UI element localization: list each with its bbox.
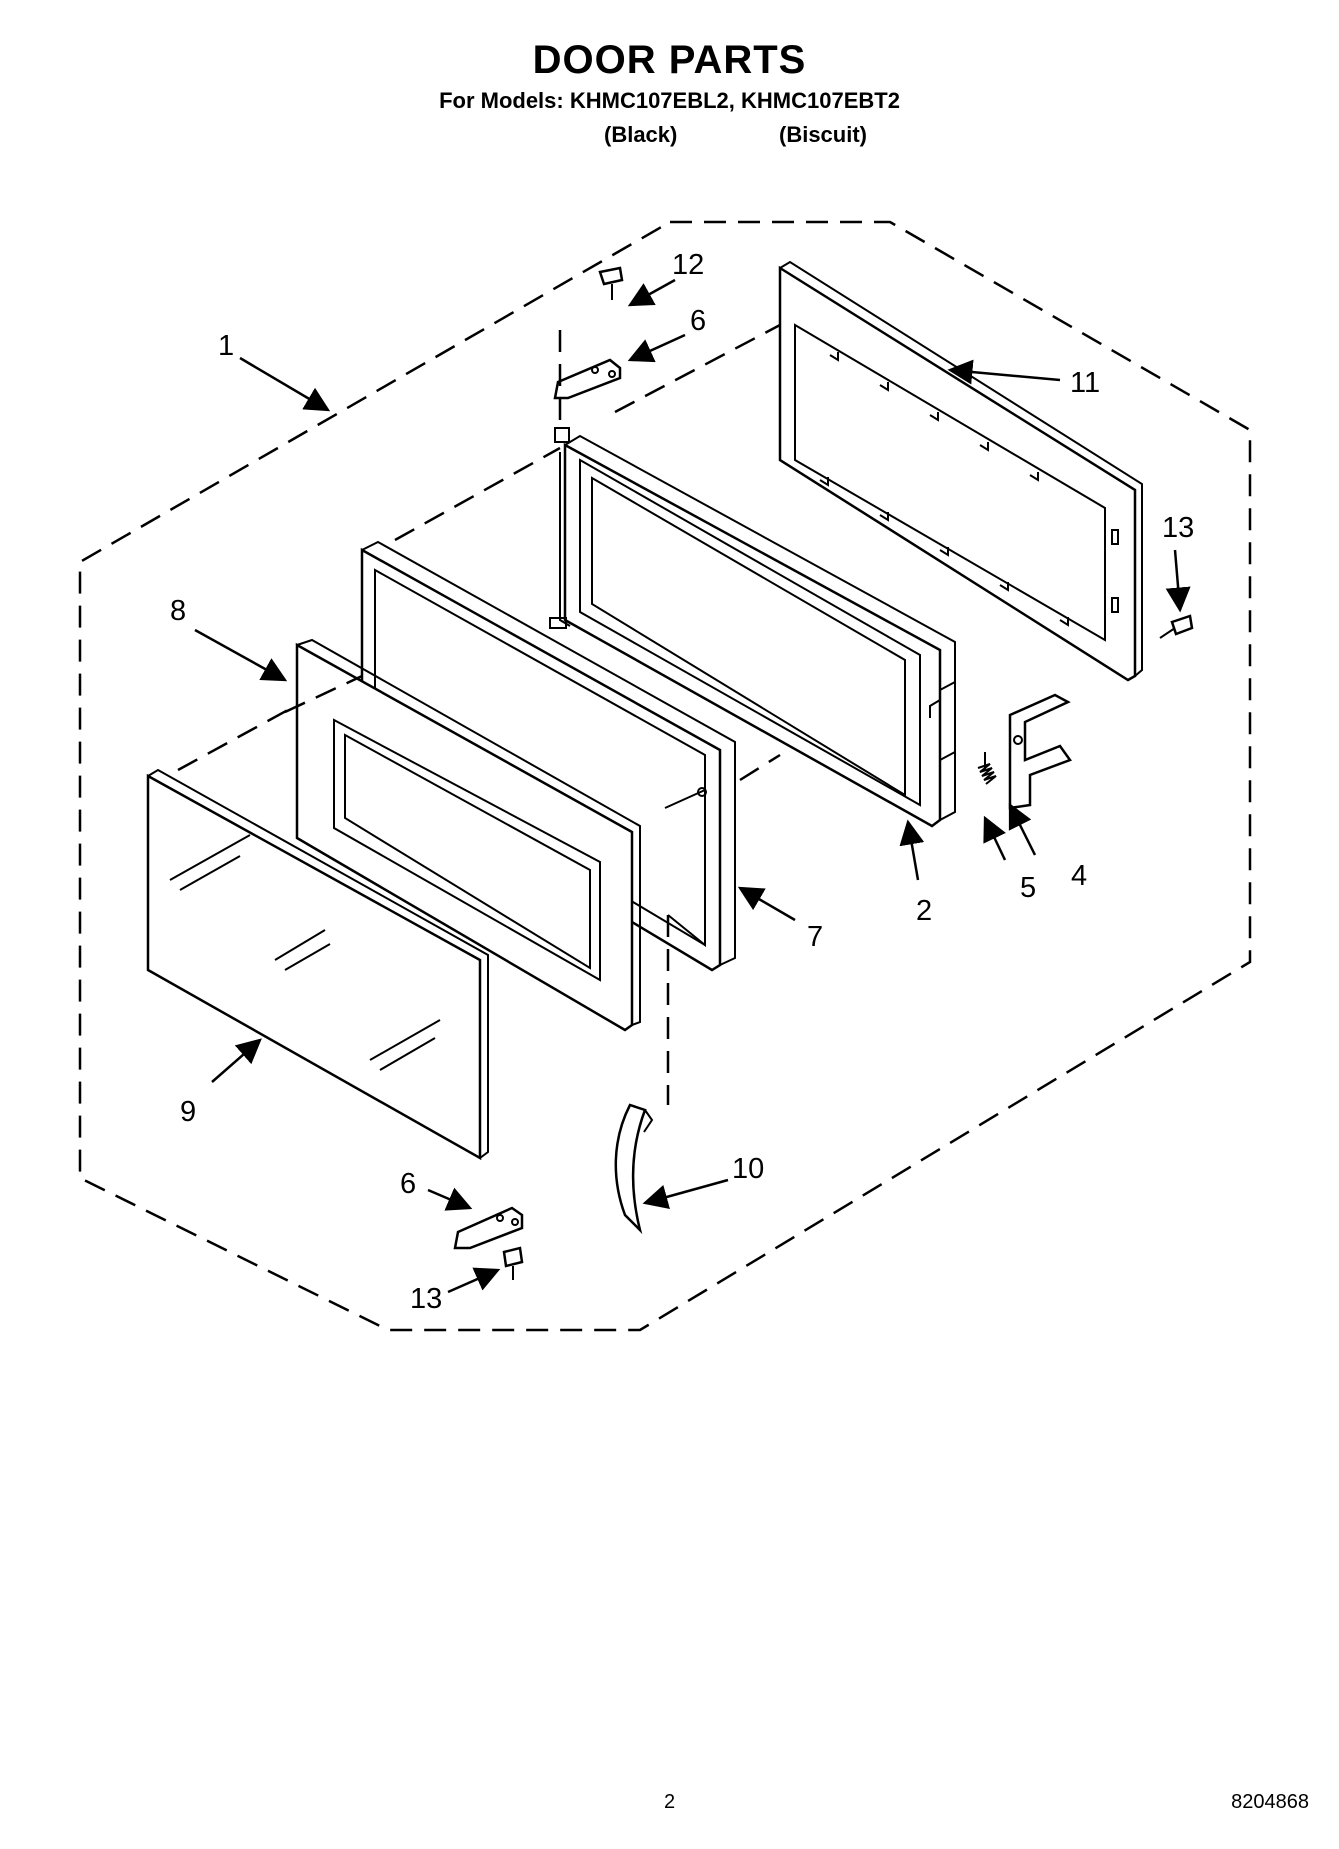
part-8-front-panel: [295, 638, 641, 1032]
page-number: 2: [663, 1791, 676, 1813]
callout-10: 10: [732, 1153, 764, 1185]
document-number: 8204868: [1231, 1791, 1309, 1813]
part-5-spring: [977, 752, 997, 785]
color-variant-black: (Black): [604, 122, 678, 147]
part-6-hinge-top: [553, 358, 622, 400]
color-variant-biscuit: (Biscuit): [779, 122, 867, 147]
callout-11: 11: [1070, 367, 1100, 399]
callout-5: 5: [1020, 872, 1036, 904]
callout-8: 8: [170, 595, 186, 627]
leader-arrows: [194, 278, 1191, 1294]
assembly-boundary: [78, 220, 1252, 1332]
part-4-latch: [1008, 693, 1072, 810]
callout-1: 1: [218, 330, 234, 362]
callout-12: 12: [672, 249, 704, 281]
callout-4: 4: [1071, 860, 1087, 892]
part-9-glass-panel: [146, 768, 489, 1161]
callout-6-bottom: 6: [400, 1168, 416, 1200]
part-10-handle: [614, 1103, 654, 1235]
part-12-screw: [598, 266, 624, 300]
callout-13-right: 13: [1162, 512, 1194, 544]
page-title: DOOR PARTS: [532, 38, 807, 82]
part-13-screw-bottom: [502, 1246, 524, 1280]
callout-9: 9: [180, 1096, 196, 1128]
part-6-hinge-bottom: [453, 1206, 524, 1250]
model-subtitle: For Models: KHMC107EBL2, KHMC107EBT2: [439, 88, 900, 113]
callout-13-bottom: 13: [410, 1283, 442, 1315]
part-11-rear-frame: [778, 260, 1143, 682]
callout-2: 2: [916, 895, 932, 927]
callout-7: 7: [807, 921, 823, 953]
part-2-inner-door: [549, 427, 956, 828]
part-13-screw-right: [1159, 614, 1194, 639]
callout-6-top: 6: [690, 305, 706, 337]
alignment-lines: [177, 323, 781, 1105]
